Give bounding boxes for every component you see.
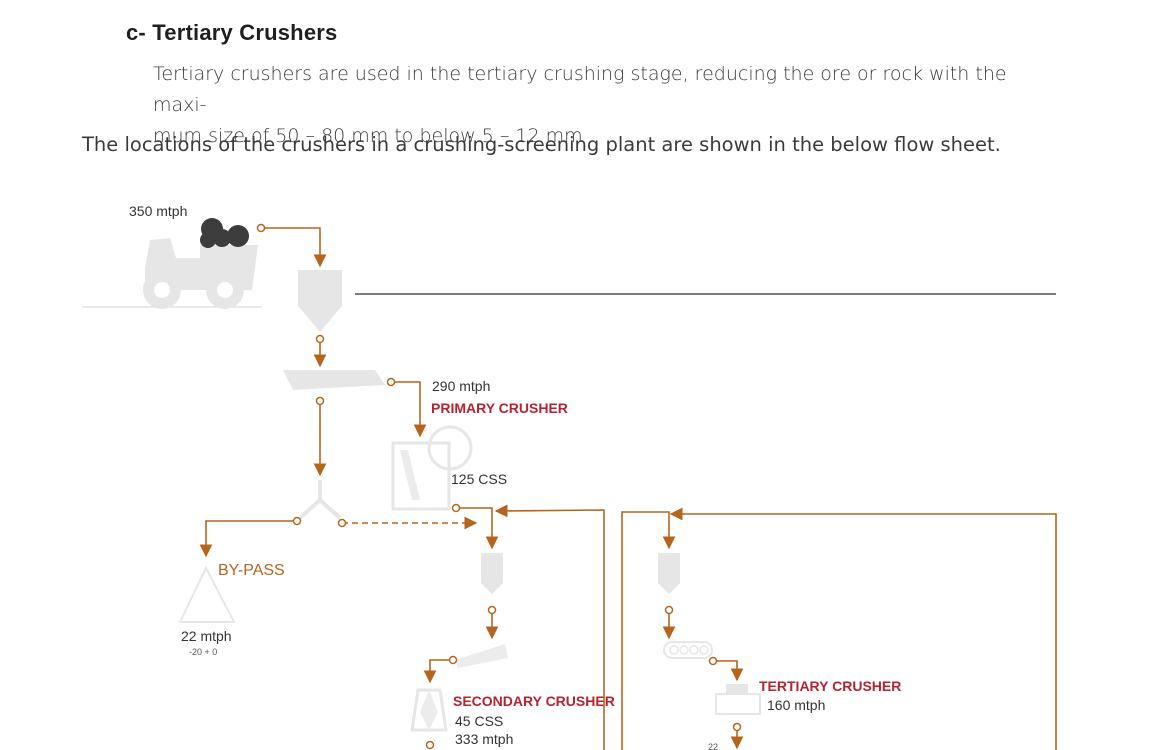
flow-splitter bbox=[298, 480, 342, 520]
secondary-feeder bbox=[455, 644, 508, 668]
secondary-crusher-label: SECONDARY CRUSHER bbox=[453, 693, 615, 709]
secondary-rate-label: 333 mtph bbox=[455, 731, 513, 747]
bypass-rate-label: 22 mtph bbox=[181, 628, 232, 644]
paragraph-line-1: Tertiary crushers are used in the tertia… bbox=[153, 63, 1007, 116]
tertiary-rate-label: 160 mtph bbox=[767, 697, 825, 713]
primary-rate-label: 290 mtph bbox=[432, 378, 490, 394]
secondary-crusher-icon bbox=[410, 688, 448, 732]
bypass-label: BY-PASS bbox=[218, 562, 285, 579]
primary-css-label: 125 CSS bbox=[451, 471, 507, 487]
tertiary-conveyor-icon bbox=[663, 641, 713, 659]
tertiary-crusher-icon bbox=[715, 684, 761, 715]
section-heading: c- Tertiary Crushers bbox=[126, 20, 338, 45]
bypass-size-label: -20 + 0 bbox=[189, 647, 217, 657]
feed-hopper bbox=[298, 270, 342, 332]
tertiary-crusher-label: TERTIARY CRUSHER bbox=[759, 678, 901, 694]
grizzly-feeder bbox=[283, 370, 385, 390]
flow-sheet-intro: The locations of the crushers in a crush… bbox=[82, 133, 1001, 156]
secondary-surge-bin bbox=[481, 553, 503, 594]
primary-crusher-label: PRIMARY CRUSHER bbox=[431, 400, 568, 416]
feed-rate-label: 350 mtph bbox=[129, 203, 187, 219]
paragraph-line-2: mum size of 50 – 80 mm to below 5 – 12 m… bbox=[153, 125, 583, 147]
secondary-css-label: 45 CSS bbox=[455, 713, 503, 729]
flow-nodes bbox=[256, 223, 742, 750]
primary-crusher-icon bbox=[391, 425, 473, 511]
tertiary-note-label: 22 bbox=[708, 742, 718, 750]
section-paragraph: Tertiary crushers are used in the tertia… bbox=[153, 59, 1063, 152]
tertiary-surge-bin bbox=[658, 553, 680, 594]
flow-lines bbox=[199, 227, 1057, 750]
bypass-stockpile-icon bbox=[178, 565, 236, 623]
dump-truck-icon bbox=[143, 238, 258, 309]
ore-load-icon bbox=[200, 218, 249, 248]
